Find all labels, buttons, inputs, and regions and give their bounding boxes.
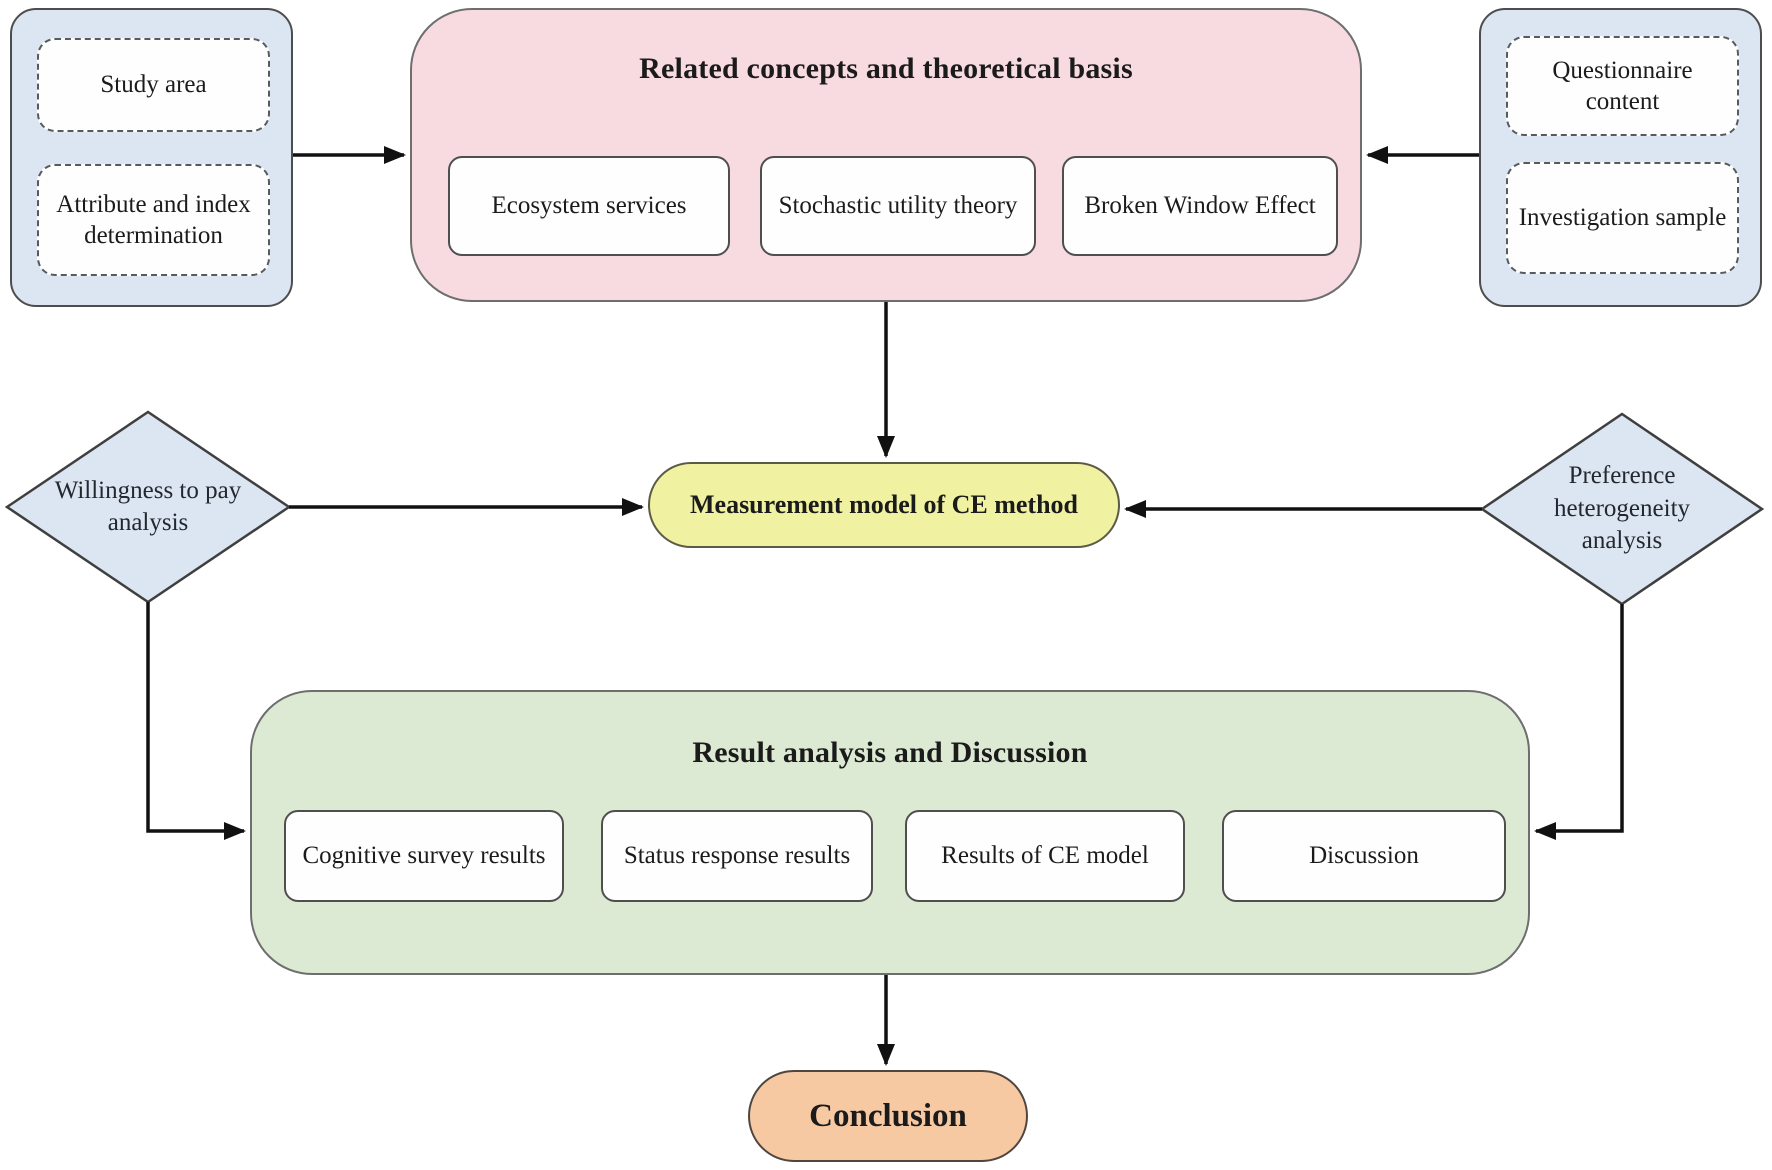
concepts-box: Related concepts and theoretical basis E… [410,8,1362,302]
questionnaire-content-node: Questionnaire content [1506,36,1739,136]
wtp-diamond: Willingness to pay analysis [38,448,258,566]
broken-window-node: Broken Window Effect [1062,156,1338,256]
measurement-model-node: Measurement model of CE method [648,462,1120,548]
ecosystem-services-node: Ecosystem services [448,156,730,256]
concepts-title: Related concepts and theoretical basis [639,52,1133,85]
ecosystem-services-label: Ecosystem services [491,192,687,219]
broken-window-label: Broken Window Effect [1084,192,1316,219]
preference-diamond: Preference heterogeneity analysis [1512,438,1732,580]
investigation-sample-label: Investigation sample [1518,204,1727,232]
ce-model-results-node: Results of CE model [905,810,1185,902]
survey-panel: Questionnaire content Investigation samp… [1479,8,1762,307]
stochastic-utility-label: Stochastic utility theory [778,192,1018,219]
study-area-label: Study area [100,71,207,99]
attribute-index-node: Attribute and index determination [37,164,270,276]
arrow-preference-to-results [1534,604,1624,840]
cognitive-survey-label: Cognitive survey results [302,842,546,869]
cognitive-survey-node: Cognitive survey results [284,810,564,902]
arrow-wtp-to-results [146,602,246,840]
results-box: Result analysis and Discussion Cognitive… [250,690,1530,975]
stochastic-utility-node: Stochastic utility theory [760,156,1036,256]
preference-label: Preference heterogeneity analysis [1553,462,1691,555]
wtp-label: Willingness to pay analysis [54,476,242,537]
discussion-label: Discussion [1309,842,1419,869]
ce-model-results-label: Results of CE model [941,842,1149,869]
investigation-sample-node: Investigation sample [1506,162,1739,274]
status-response-node: Status response results [601,810,873,902]
attribute-index-label: Attribute and index determination [56,190,251,249]
status-response-label: Status response results [623,842,851,869]
study-area-node: Study area [37,38,270,132]
measurement-model-label: Measurement model of CE method [689,490,1079,519]
study-design-panel: Study area Attribute and index determina… [10,8,293,307]
conclusion-node: Conclusion [748,1070,1028,1162]
results-title: Result analysis and Discussion [692,736,1088,769]
discussion-node: Discussion [1222,810,1506,902]
conclusion-label: Conclusion [809,1097,967,1134]
questionnaire-content-label: Questionnaire content [1552,56,1693,115]
